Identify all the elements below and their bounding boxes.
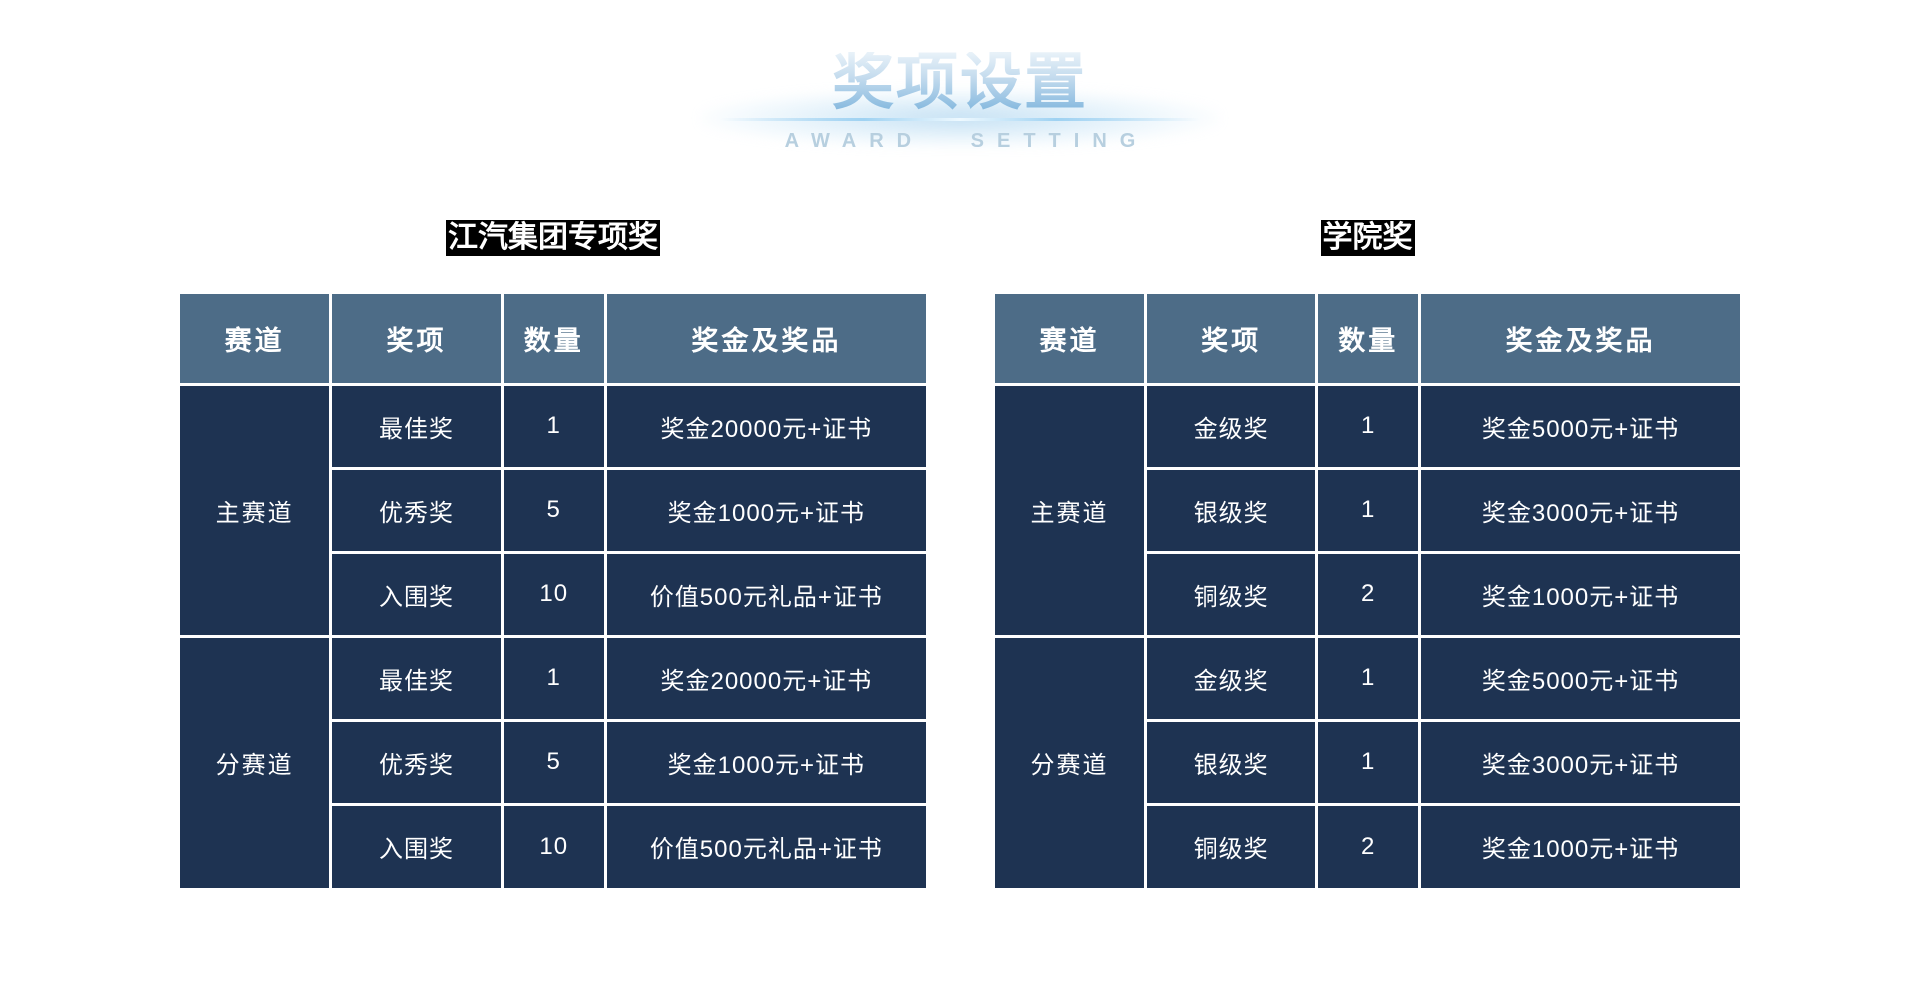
section-title-jac-label: 江汽集团专项奖 — [446, 220, 660, 256]
table-row: 银级奖 1 奖金3000元+证书 — [995, 718, 1742, 806]
award-cell: 优秀奖 — [329, 718, 504, 806]
prize-cell: 奖金3000元+证书 — [1418, 718, 1742, 806]
table-row: 分赛道 最佳奖 1 奖金20000元+证书 — [178, 634, 928, 890]
count-cell: 1 — [1315, 634, 1422, 722]
table-row: 铜级奖 2 奖金1000元+证书 — [995, 802, 1742, 890]
prize-cell: 奖金20000元+证书 — [603, 382, 928, 470]
award-section-academy: 学院奖 赛道 奖项 数量 奖金及奖品 主赛道 金级奖 1 奖金5000元+证书 — [993, 220, 1742, 890]
count-cell: 5 — [500, 466, 607, 554]
table-row: 主赛道 金级奖 1 奖金5000元+证书 — [993, 382, 1742, 638]
count-cell: 1 — [500, 382, 607, 470]
prize-cell: 奖金5000元+证书 — [1418, 634, 1742, 722]
award-table-jac: 赛道 奖项 数量 奖金及奖品 主赛道 最佳奖 1 奖金20000元+证书 优秀奖… — [178, 292, 928, 890]
table-row: 入围奖 10 价值500元礼品+证书 — [180, 802, 928, 890]
count-cell: 10 — [500, 550, 607, 638]
column-header-track: 赛道 — [178, 292, 333, 386]
page-title: 奖项设置 — [0, 52, 1920, 114]
table-row: 主赛道 最佳奖 1 奖金20000元+证书 — [178, 382, 928, 638]
award-cell: 金级奖 — [1143, 382, 1319, 470]
prize-cell: 价值500元礼品+证书 — [603, 550, 928, 638]
table-row: 银级奖 1 奖金3000元+证书 — [995, 466, 1742, 554]
column-header-track: 赛道 — [993, 292, 1147, 386]
track-cell: 分赛道 — [178, 634, 333, 890]
award-cell: 最佳奖 — [329, 634, 504, 722]
count-cell: 2 — [1315, 550, 1422, 638]
table-row: 优秀奖 5 奖金1000元+证书 — [180, 718, 928, 806]
award-cell: 铜级奖 — [1143, 802, 1319, 890]
column-header-count: 数量 — [500, 292, 607, 386]
table-row: 入围奖 10 价值500元礼品+证书 — [180, 550, 928, 638]
column-header-award: 奖项 — [329, 292, 504, 386]
award-section-jac: 江汽集团专项奖 赛道 奖项 数量 奖金及奖品 主赛道 最佳奖 1 奖金2000 — [178, 220, 928, 890]
page-subtitle: AWARD SETTING — [784, 130, 1149, 152]
award-cell: 入围奖 — [329, 550, 504, 638]
section-title-academy-label: 学院奖 — [1320, 220, 1415, 256]
table-row: 铜级奖 2 奖金1000元+证书 — [995, 550, 1742, 638]
award-cell: 银级奖 — [1143, 466, 1319, 554]
count-cell: 1 — [1315, 382, 1422, 470]
prize-cell: 奖金3000元+证书 — [1418, 466, 1742, 554]
table-header-row: 赛道 奖项 数量 奖金及奖品 — [178, 292, 928, 386]
prize-cell: 奖金1000元+证书 — [603, 466, 928, 554]
track-cell: 主赛道 — [178, 382, 333, 638]
award-cell: 入围奖 — [329, 802, 504, 890]
count-cell: 10 — [500, 802, 607, 890]
hero-flare-line — [720, 118, 1200, 121]
column-header-award: 奖项 — [1143, 292, 1319, 386]
track-cell: 分赛道 — [993, 634, 1147, 890]
track-cell: 主赛道 — [993, 382, 1147, 638]
prize-cell: 奖金5000元+证书 — [1418, 382, 1742, 470]
count-cell: 5 — [500, 718, 607, 806]
section-title-jac: 江汽集团专项奖 — [180, 220, 926, 258]
count-cell: 1 — [1315, 718, 1422, 806]
column-header-prize: 奖金及奖品 — [603, 292, 928, 386]
column-header-prize: 奖金及奖品 — [1418, 292, 1742, 386]
award-cell: 金级奖 — [1143, 634, 1319, 722]
award-cell: 银级奖 — [1143, 718, 1319, 806]
prize-cell: 奖金1000元+证书 — [1418, 802, 1742, 890]
count-cell: 1 — [1315, 466, 1422, 554]
table-row: 优秀奖 5 奖金1000元+证书 — [180, 466, 928, 554]
prize-cell: 奖金1000元+证书 — [1418, 550, 1742, 638]
award-table-academy: 赛道 奖项 数量 奖金及奖品 主赛道 金级奖 1 奖金5000元+证书 银级奖 … — [993, 292, 1742, 890]
section-title-academy: 学院奖 — [995, 220, 1740, 258]
prize-cell: 奖金1000元+证书 — [603, 718, 928, 806]
count-cell: 1 — [500, 634, 607, 722]
award-cell: 铜级奖 — [1143, 550, 1319, 638]
prize-cell: 奖金20000元+证书 — [603, 634, 928, 722]
prize-cell: 价值500元礼品+证书 — [603, 802, 928, 890]
hero-header: 奖项设置 AWARD SETTING — [0, 0, 1920, 180]
table-row: 分赛道 金级奖 1 奖金5000元+证书 — [993, 634, 1742, 890]
count-cell: 2 — [1315, 802, 1422, 890]
table-header-row: 赛道 奖项 数量 奖金及奖品 — [993, 292, 1742, 386]
award-cell: 最佳奖 — [329, 382, 504, 470]
column-header-count: 数量 — [1315, 292, 1422, 386]
award-cell: 优秀奖 — [329, 466, 504, 554]
